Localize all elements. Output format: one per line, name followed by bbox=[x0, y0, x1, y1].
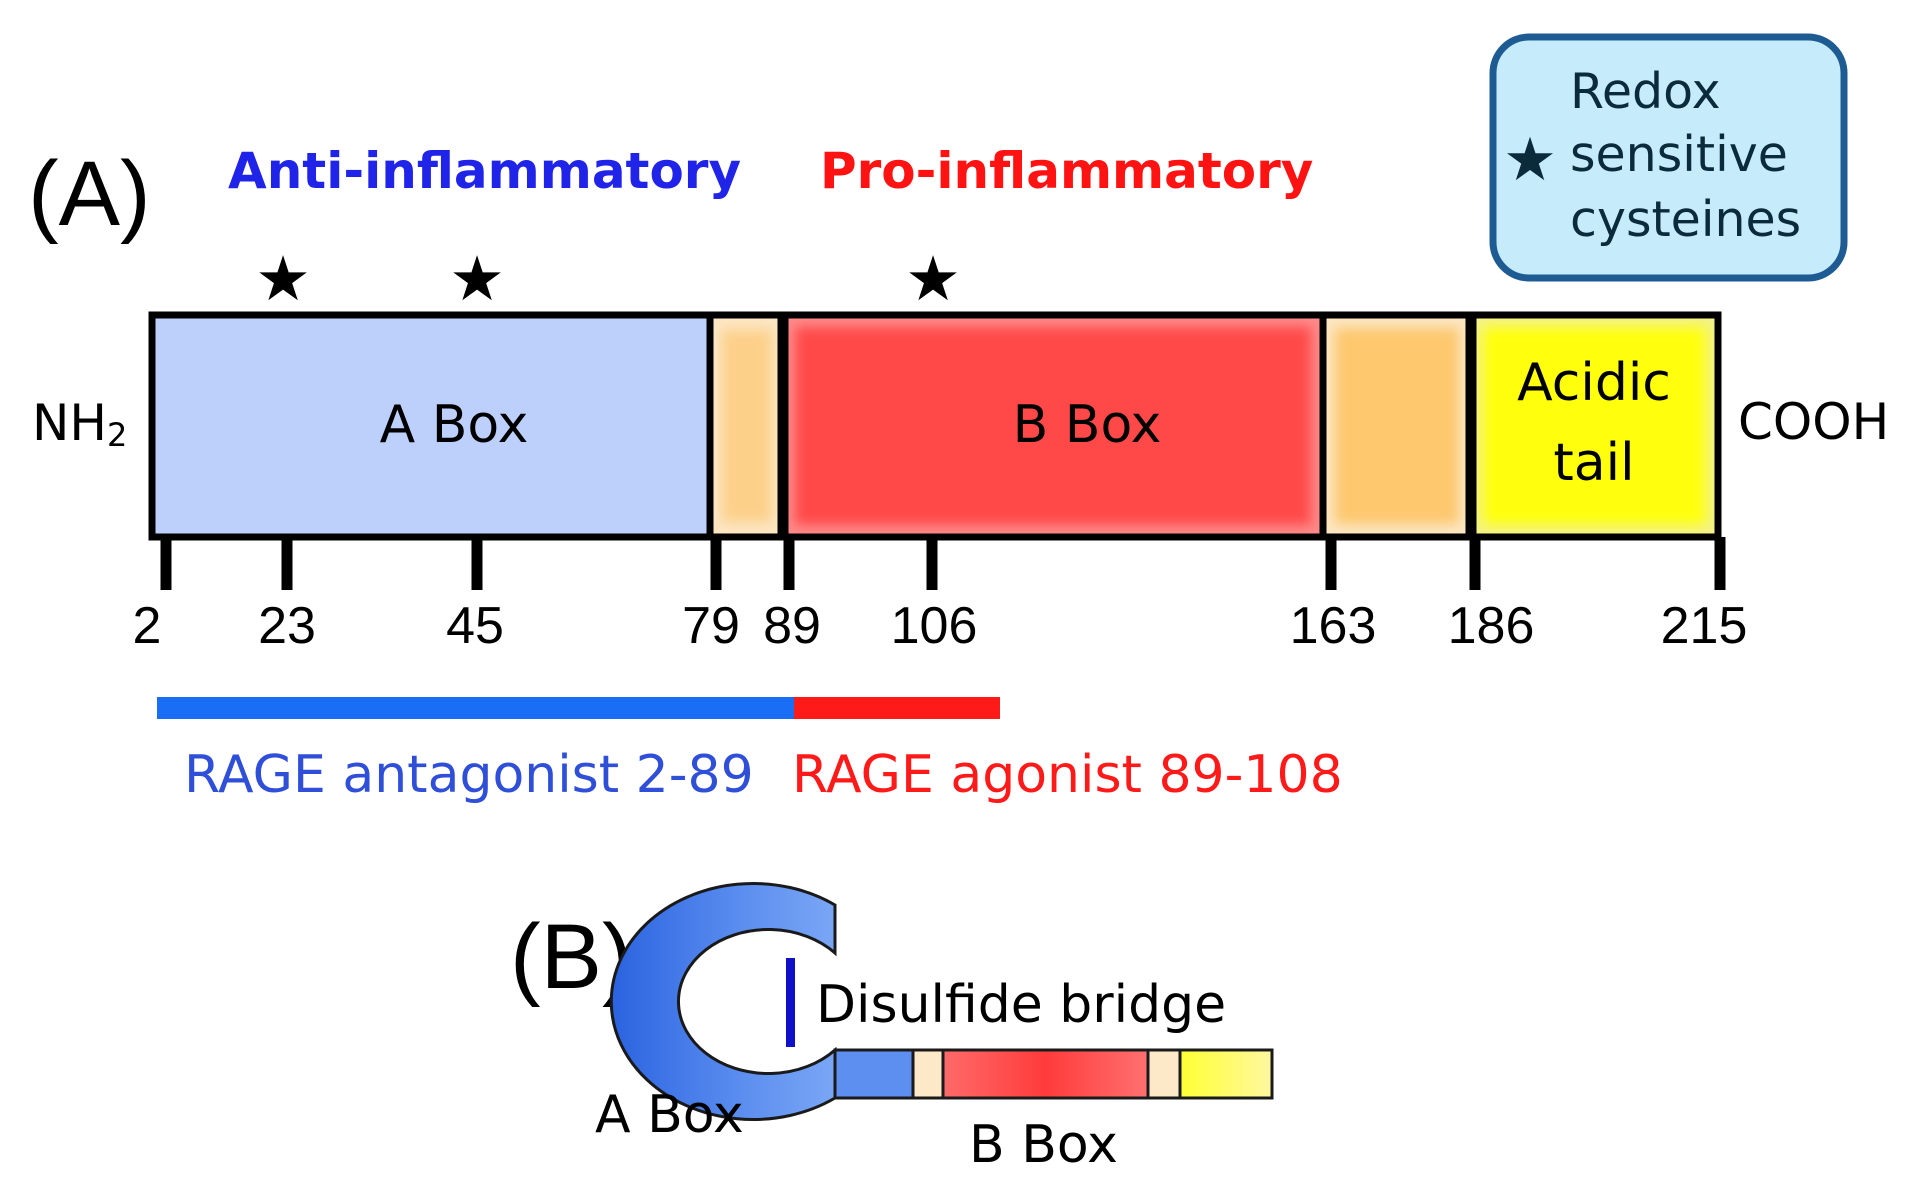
b-box-segment bbox=[941, 1048, 1150, 1100]
cysteine-star-icon: ★ bbox=[905, 245, 961, 314]
residue-ticks bbox=[160, 537, 1726, 590]
folded-protein-diagram bbox=[609, 882, 1274, 1121]
tick-label: 89 bbox=[763, 597, 821, 655]
linker-segment bbox=[1146, 1048, 1182, 1100]
acidic-tail-label-1: Acidic bbox=[1517, 353, 1671, 413]
panel-b-b-box-label: B Box bbox=[969, 1115, 1118, 1175]
tick-label: 163 bbox=[1290, 597, 1377, 655]
nh2-text: NH bbox=[32, 394, 107, 452]
domain-bar bbox=[148, 311, 1722, 541]
rage-antagonist-label: RAGE antagonist 2-89 bbox=[184, 745, 754, 805]
tick-label: 2 bbox=[133, 597, 162, 655]
a-box-segment bbox=[833, 1048, 915, 1100]
tick-label: 23 bbox=[258, 597, 316, 655]
cysteine-star-icon: ★ bbox=[255, 245, 311, 314]
tick-label: 45 bbox=[446, 597, 504, 655]
acidic-tail-segment bbox=[1178, 1048, 1274, 1100]
legend-line-3: cysteines bbox=[1570, 191, 1801, 248]
a-box-hook bbox=[609, 882, 837, 1121]
anti-inflammatory-label: Anti-inflammatory bbox=[228, 142, 741, 200]
cysteine-star-icon: ★ bbox=[449, 245, 505, 314]
tick-label: 106 bbox=[891, 597, 978, 655]
tick-label: 186 bbox=[1448, 597, 1535, 655]
tick-label: 79 bbox=[682, 597, 740, 655]
legend-line-1: Redox bbox=[1570, 63, 1721, 120]
rage-antagonist-bar bbox=[157, 697, 794, 719]
nh2-terminus-label: NH2 bbox=[32, 394, 127, 454]
pro-inflammatory-label: Pro-inflammatory bbox=[820, 142, 1313, 200]
legend-line-2: sensitive bbox=[1570, 126, 1788, 183]
linker-segment bbox=[911, 1048, 945, 1100]
svg-text:NH2: NH2 bbox=[32, 394, 127, 454]
panel-a-label: (A) bbox=[28, 143, 151, 245]
nh2-subscript: 2 bbox=[107, 416, 127, 454]
legend-star-icon: ★ bbox=[1503, 126, 1557, 193]
legend-box bbox=[1489, 33, 1848, 282]
rage-agonist-label: RAGE agonist 89-108 bbox=[792, 745, 1343, 805]
disulfide-bridge-line bbox=[786, 958, 795, 1047]
cooh-terminus-label: COOH bbox=[1738, 393, 1889, 451]
acidic-tail-label-2: tail bbox=[1553, 433, 1634, 493]
tick-label: 215 bbox=[1661, 597, 1748, 655]
b-box-label: B Box bbox=[1013, 395, 1162, 455]
rage-agonist-bar bbox=[794, 697, 1000, 719]
panel-b-a-box-label: A Box bbox=[595, 1085, 744, 1145]
a-box-label: A Box bbox=[380, 395, 529, 455]
redox-legend: ★ Redox sensitive cysteines bbox=[1489, 33, 1848, 282]
residue-labels: 2 23 45 79 89 106 163 186 215 bbox=[133, 597, 1748, 655]
disulfide-bridge-label: Disulfide bridge bbox=[816, 975, 1226, 1035]
